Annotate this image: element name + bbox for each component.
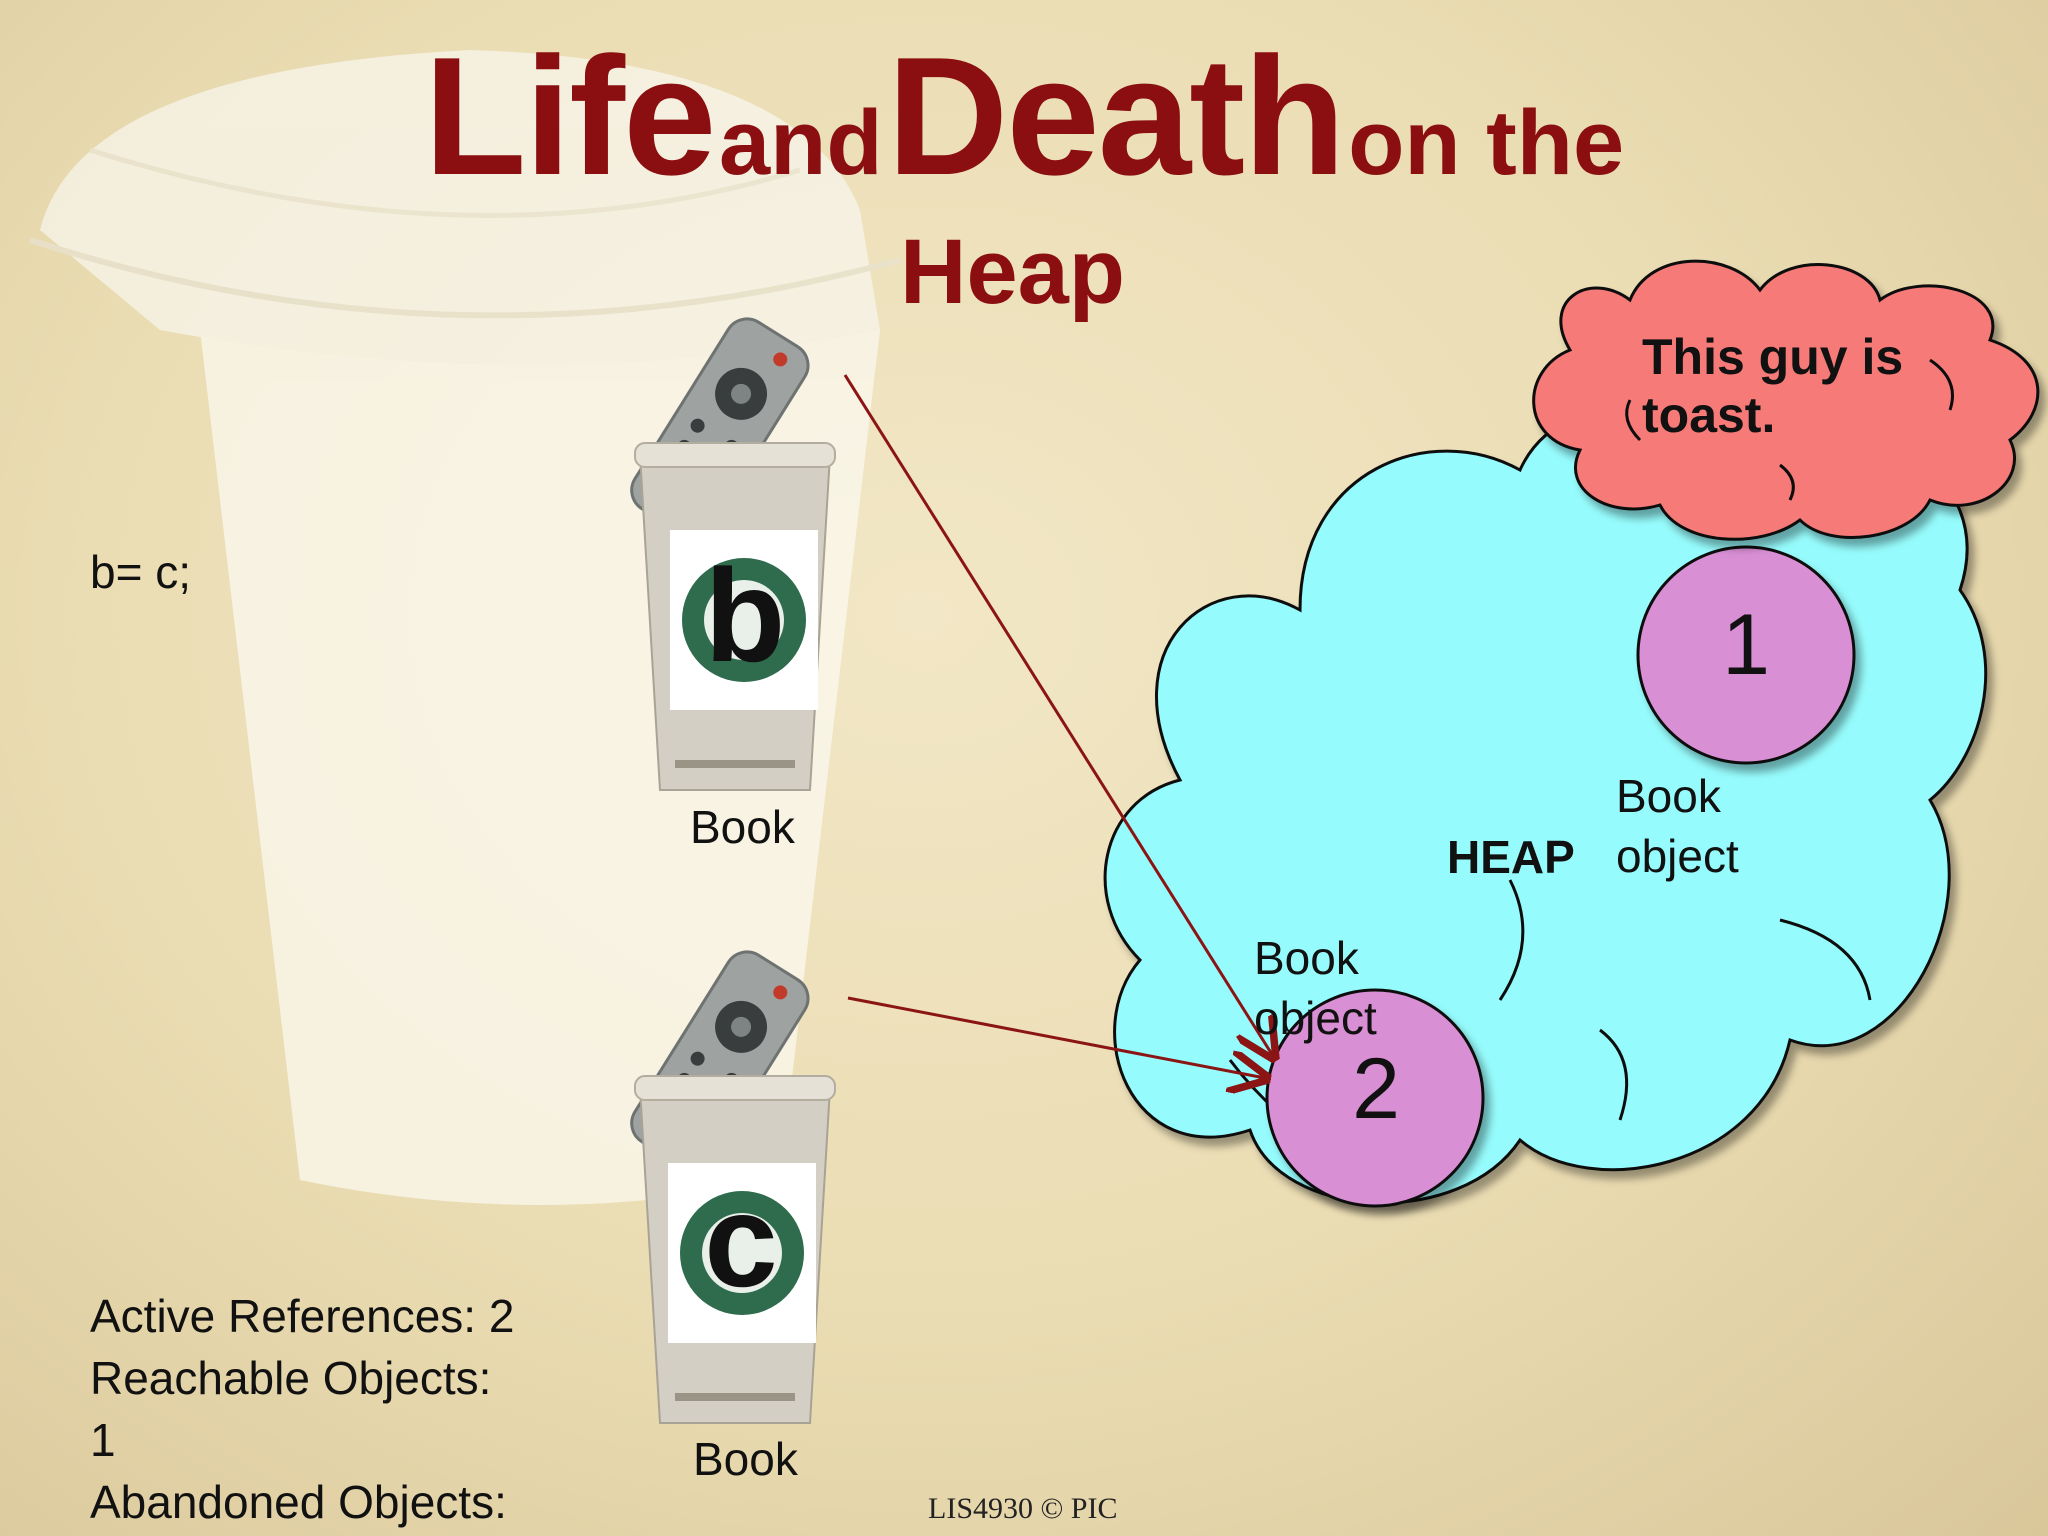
heap-object-1-label-line1: Book [1616,770,1721,822]
toast-callout-line2: toast. [1642,387,1776,443]
cup-c-caption: Book [693,1433,798,1485]
title-word-and: and [718,92,883,194]
stats-active-references: Active References: 2 [90,1290,515,1342]
cup-c-letter: c [704,1167,778,1314]
reference-cup-b [630,317,836,791]
footer-copyright: LIS4930 © PIC [928,1492,1118,1525]
heap-object-2-label-line1: Book [1254,932,1359,984]
slide-title: Life and Death on the [0,20,2048,213]
reference-cup-c [630,950,836,1424]
reference-arrow-c [847,996,1265,1078]
title-word-heap: Heap [900,221,1125,323]
heap-object-1-number: 1 [1722,597,1770,693]
heap-label: HEAP [1447,831,1575,883]
heap-object-2 [1265,988,1485,1208]
code-statement: b= c; [90,546,192,598]
heap-object-1-label-line2: object [1616,830,1739,882]
cup-b-letter: b [704,542,786,689]
reference-arrow-b [843,374,1273,1056]
stats-abandoned-objects-label: Abandoned Objects: [90,1476,507,1528]
reference-stats: Active References: 2 Reachable Objects: … [90,1285,650,1533]
stats-reachable-objects-value: 1 [90,1414,116,1466]
toast-callout-cloud [1532,259,2040,541]
title-word-on-the: on the [1348,92,1625,194]
heap-object-2-label: Book object [1254,928,1377,1048]
toast-callout-line1: This guy is [1642,329,1904,385]
stats-reachable-objects-label: Reachable Objects: [90,1352,492,1404]
heap-object-2-number: 2 [1352,1041,1400,1137]
title-word-life: Life [423,22,717,210]
heap-object-1 [1636,545,1856,765]
toast-callout-text: This guy is toast. [1642,328,2002,444]
cup-b-caption: Book [690,801,795,853]
heap-object-1-label: Book object [1616,766,1739,886]
heap-object-2-label-line2: object [1254,992,1377,1044]
title-word-death: Death [886,22,1346,210]
